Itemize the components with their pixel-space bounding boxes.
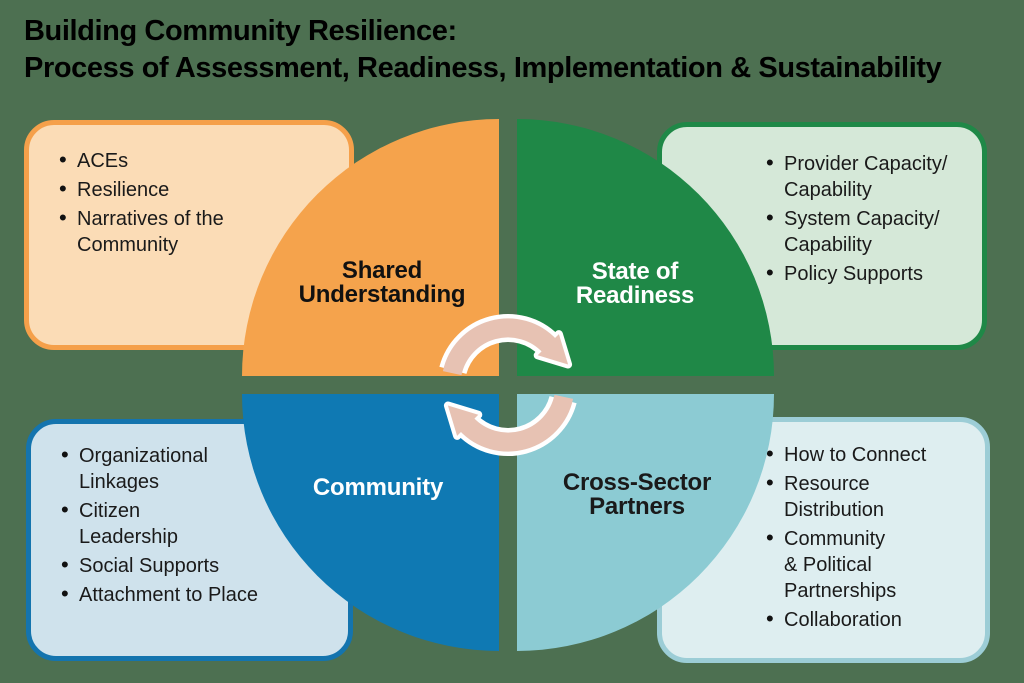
bullet-item: Resource Distribution: [766, 470, 979, 523]
page-title: Building Community Resilience: Process o…: [24, 15, 942, 84]
bullet-item: Collaboration: [766, 606, 979, 633]
bullet-item: Community & Political Partnerships: [766, 525, 979, 604]
shared-understanding-label: Shared Understanding: [298, 257, 466, 308]
bullet-item: How to Connect: [766, 441, 979, 468]
cross-sector-partners-list: How to ConnectResource DistributionCommu…: [662, 422, 985, 633]
cycle-arrow-bottom: [459, 394, 574, 452]
shared-understanding-quadrant: [242, 119, 499, 376]
community-quadrant: [242, 394, 499, 651]
cross-sector-partners-quadrant: [517, 394, 774, 651]
community-label: Community: [312, 474, 444, 501]
bullet-item: Attachment to Place: [61, 581, 338, 608]
cycle-arrow-bottom-head: [447, 405, 479, 436]
state-of-readiness-list: Provider Capacity/ CapabilitySystem Capa…: [662, 127, 982, 287]
state-of-readiness-label: State of Readiness: [575, 258, 695, 309]
bullet-item: System Capacity/ Capability: [766, 205, 976, 258]
community-list: Organizational LinkagesCitizen Leadershi…: [31, 424, 348, 608]
bullet-item: Resilience: [59, 176, 339, 203]
cycle-arrow-top: [442, 318, 557, 376]
bullet-item: Policy Supports: [766, 260, 976, 287]
cross-sector-partners-label: Cross-Sector Partners: [562, 469, 712, 520]
bullet-item: ACEs: [59, 147, 339, 174]
bullet-item: Provider Capacity/ Capability: [766, 150, 976, 203]
state-of-readiness-quadrant: [517, 119, 774, 376]
bullet-item: Organizational Linkages: [61, 442, 338, 495]
bullet-item: Social Supports: [61, 552, 338, 579]
bullet-item: Narratives of the Community: [59, 205, 339, 258]
bullet-item: Citizen Leadership: [61, 497, 338, 550]
shared-understanding-list: ACEsResilienceNarratives of the Communit…: [29, 125, 349, 258]
cycle-arrows: [439, 314, 577, 456]
cycle-arrow-top-head: [537, 334, 569, 365]
